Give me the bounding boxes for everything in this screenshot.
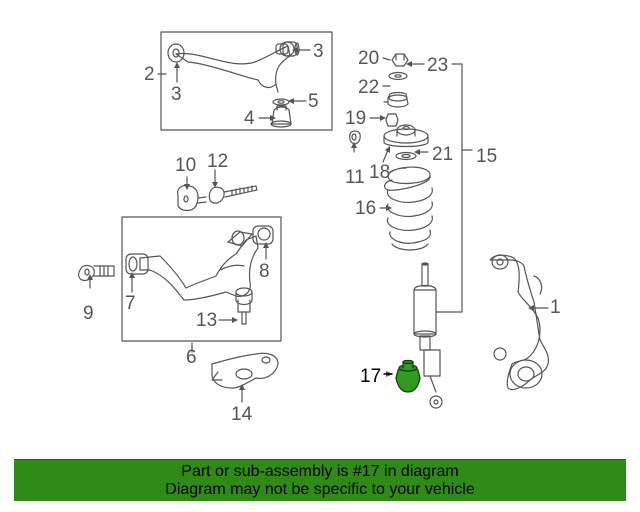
strut-cushion <box>387 91 409 108</box>
callout-17: 17 <box>360 366 382 387</box>
strut-small-nut <box>385 113 399 127</box>
leader-arrowheads <box>87 47 534 390</box>
steering-knuckle <box>489 254 549 391</box>
cam-bolt <box>197 185 258 204</box>
lower-arm-bushing-front <box>125 253 149 275</box>
callout-23: 23 <box>427 55 449 76</box>
callout-3b: 3 <box>313 41 324 62</box>
callout-10: 10 <box>175 155 197 176</box>
upper-ball-joint-boot <box>270 105 292 128</box>
adjusting-bolt <box>78 264 115 281</box>
callout-9: 9 <box>83 303 94 324</box>
banner-line-2: Diagram may not be specific to your vehi… <box>165 481 475 498</box>
lower-control-arm <box>139 230 259 301</box>
bump-stopper-highlighted <box>395 359 421 393</box>
lower-ball-joint <box>235 287 253 325</box>
shock-absorber <box>413 262 443 409</box>
callout-3a: 3 <box>171 84 182 105</box>
callout-16: 16 <box>355 198 377 219</box>
callout-13: 13 <box>196 310 218 331</box>
info-banner: Part or sub-assembly is #17 in diagram D… <box>14 459 626 501</box>
upper-ball-joint-washer <box>272 98 290 106</box>
callout-1: 1 <box>550 297 561 318</box>
lower-arm-bracket <box>211 352 279 389</box>
callout-21: 21 <box>432 144 454 165</box>
callout-19: 19 <box>345 108 367 129</box>
strut-washer-upper <box>388 71 408 81</box>
strut-mount <box>383 124 429 148</box>
callout-11: 11 <box>345 167 365 188</box>
parts-diagram <box>78 31 549 409</box>
callout-18: 18 <box>369 162 391 183</box>
lower-arm-group-box <box>121 216 282 342</box>
callout-2: 2 <box>144 64 155 85</box>
callout-7: 7 <box>125 293 136 314</box>
banner-line-1: Part or sub-assembly is #17 in diagram <box>181 463 459 480</box>
leader-lines <box>89 49 549 403</box>
callout-6: 6 <box>186 347 197 368</box>
callout-5: 5 <box>308 91 319 112</box>
upper-control-arm <box>167 41 295 93</box>
cam-washer <box>177 184 199 212</box>
strut-stud <box>349 130 361 145</box>
spring-seat-washer <box>395 151 417 161</box>
strut-nut <box>391 53 409 67</box>
callout-20: 20 <box>358 48 380 69</box>
lower-arm-bushing-rear <box>252 225 274 245</box>
upper-arm-group-box <box>160 31 333 131</box>
coil-spring <box>383 166 433 251</box>
callout-8: 8 <box>259 261 270 282</box>
callout-14: 14 <box>231 404 253 425</box>
callout-12: 12 <box>207 151 229 172</box>
callout-4: 4 <box>244 108 255 129</box>
callout-22: 22 <box>358 77 380 98</box>
callout-15: 15 <box>476 146 498 167</box>
